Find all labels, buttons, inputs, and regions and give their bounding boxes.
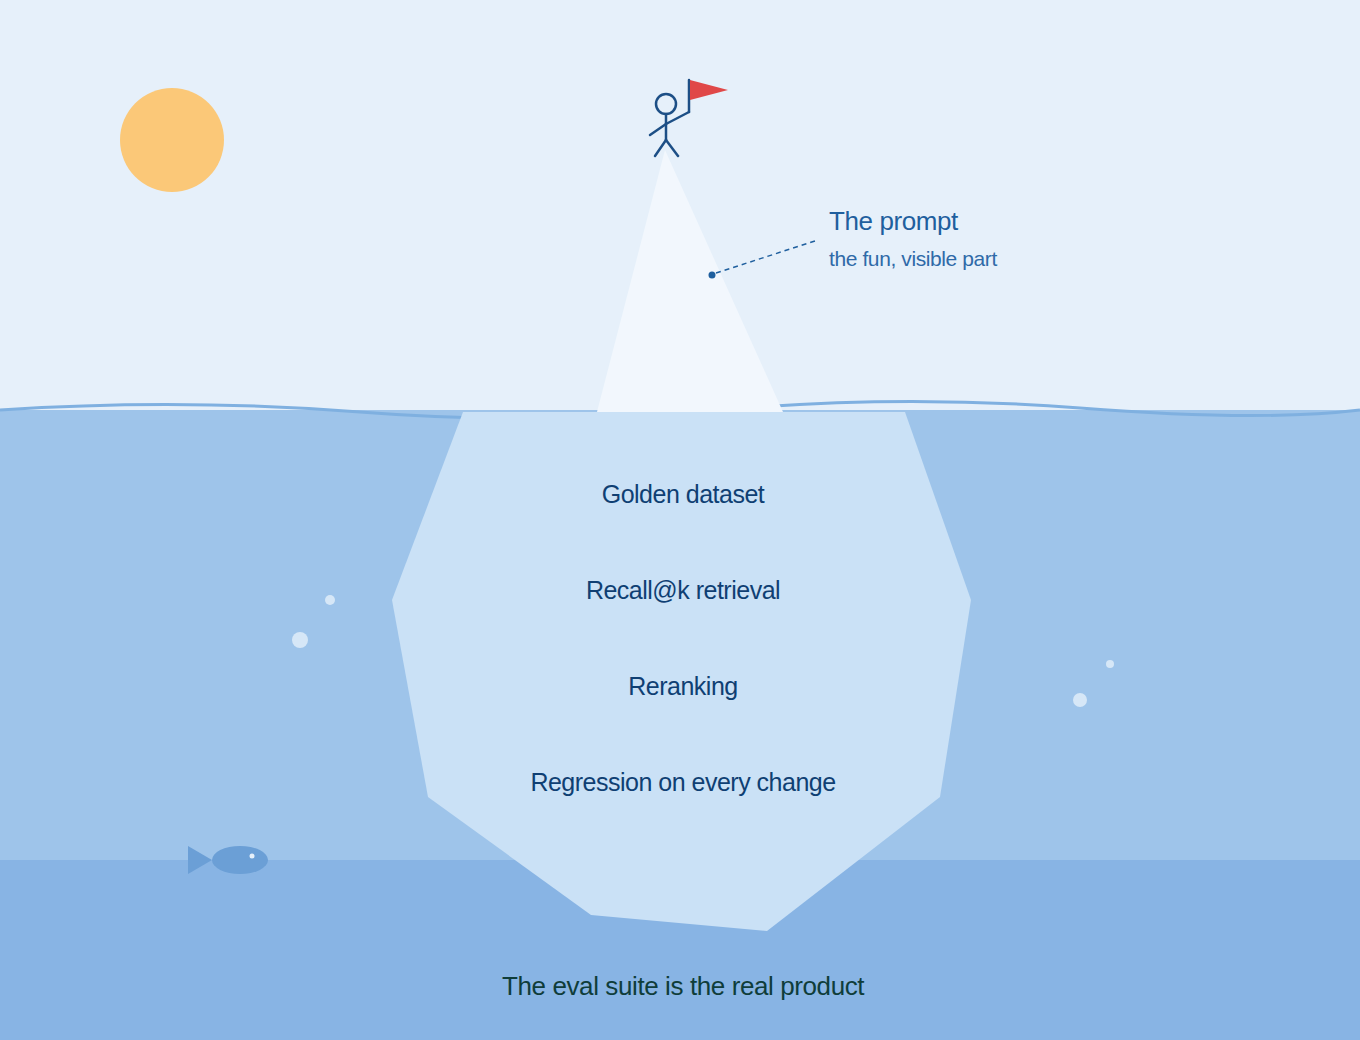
iceberg-outline <box>392 412 971 931</box>
iceberg-body: Golden datasetRecall@k retrievalRerankin… <box>392 412 971 931</box>
callout-subtitle: the fun, visible part <box>829 247 997 271</box>
layer-label: Reranking <box>628 672 737 701</box>
layer-label: Recall@k retrieval <box>586 576 780 605</box>
layer-label: Regression on every change <box>530 768 835 797</box>
bottom-statement: The eval suite is the real product <box>502 971 864 1002</box>
layer-label: Golden dataset <box>602 480 765 509</box>
callout-title: The prompt <box>829 206 958 237</box>
